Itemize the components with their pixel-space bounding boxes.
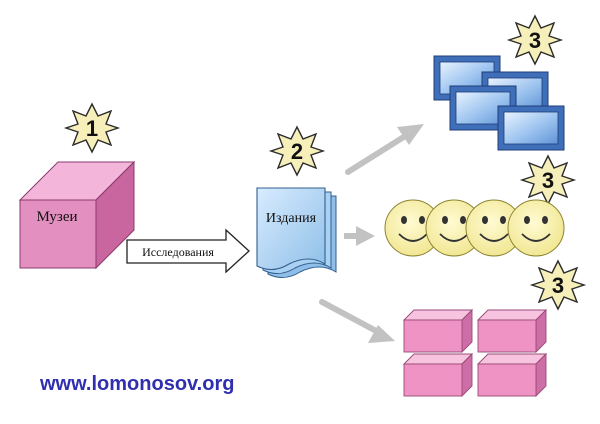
museum-box: Музеи [18, 160, 136, 270]
badge-3-top-star: 3 [506, 14, 564, 66]
pink-block [476, 352, 548, 398]
badge-3-bottom-number: 3 [552, 273, 564, 298]
pink-blocks [402, 308, 548, 398]
badge-1-star: 1 [63, 102, 121, 154]
badge-3-middle-star: 3 [519, 154, 577, 206]
research-arrow: Исследования [126, 228, 250, 274]
arrow-to-smileys [344, 226, 375, 246]
badge-3-bottom-star: 3 [529, 259, 587, 311]
pink-block [402, 308, 474, 354]
pink-block [476, 308, 548, 354]
badge-3-middle-number: 3 [542, 168, 554, 193]
badge-2-star: 2 [268, 125, 326, 177]
smiley-face-icon [425, 199, 483, 257]
publications-stack: Издания [256, 187, 337, 278]
arrow-to-frames [345, 124, 424, 175]
smiley-faces [384, 199, 565, 257]
framed-pictures [433, 55, 565, 151]
smiley-face-icon [384, 199, 442, 257]
arrow-to-blocks [319, 299, 395, 343]
research-label: Исследования [142, 245, 214, 259]
badge-1-number: 1 [86, 116, 98, 141]
badge-2-number: 2 [291, 139, 303, 164]
picture-frame [497, 105, 565, 151]
publications-label: Издания [266, 211, 317, 226]
pink-block [402, 352, 474, 398]
badge-3-top-number: 3 [529, 28, 541, 53]
museum-label: Музеи [36, 209, 77, 225]
smiley-face-icon [507, 199, 565, 257]
website-link[interactable]: www.lomonosov.org [39, 373, 234, 395]
